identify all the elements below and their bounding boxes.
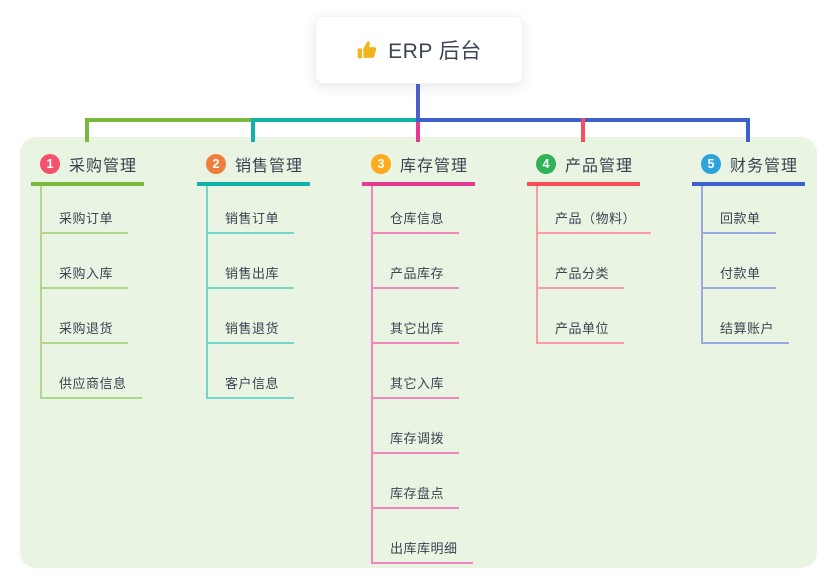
root-title: ERP 后台 — [388, 40, 482, 63]
child-node[interactable]: 其它入库 — [373, 344, 460, 399]
child-node[interactable]: 销售退货 — [208, 289, 295, 344]
branch-5: 5 财务管理回款单付款单结算账户 — [692, 150, 805, 344]
branch-header[interactable]: 2 销售管理 — [197, 150, 310, 186]
child-node[interactable]: 客户信息 — [208, 344, 295, 399]
branch-number-badge: 3 — [371, 154, 391, 174]
child-node[interactable]: 结算账户 — [703, 289, 790, 344]
child-node[interactable]: 产品（物料） — [538, 186, 652, 234]
root-stem-line — [416, 84, 420, 120]
child-node[interactable]: 采购退货 — [42, 289, 129, 344]
branch-children: 回款单付款单结算账户 — [701, 186, 805, 344]
branch-drop-line — [746, 118, 750, 142]
branch-title: 财务管理 — [730, 158, 799, 175]
child-node[interactable]: 产品单位 — [538, 289, 625, 344]
branch-drop-line — [581, 118, 585, 142]
branch-header[interactable]: 1 采购管理 — [31, 150, 144, 186]
branch-children: 仓库信息产品库存其它出库其它入库库存调拨库存盘点出库库明细 — [371, 186, 475, 564]
branch-header[interactable]: 4 产品管理 — [527, 150, 640, 186]
child-node[interactable]: 销售出库 — [208, 234, 295, 289]
branch-children: 销售订单销售出库销售退货客户信息 — [206, 186, 310, 399]
branch-title: 产品管理 — [565, 158, 634, 175]
child-node[interactable]: 供应商信息 — [42, 344, 142, 399]
branches-panel — [20, 137, 817, 568]
child-node[interactable]: 产品分类 — [538, 234, 625, 289]
branch-title: 库存管理 — [400, 158, 469, 175]
child-node[interactable]: 产品库存 — [373, 234, 460, 289]
branch-number-badge: 5 — [701, 154, 721, 174]
branch-header[interactable]: 3 库存管理 — [362, 150, 475, 186]
branch-4: 4 产品管理产品（物料）产品分类产品单位 — [527, 150, 652, 344]
child-node[interactable]: 销售订单 — [208, 186, 295, 234]
branch-number-badge: 1 — [40, 154, 60, 174]
child-node[interactable]: 付款单 — [703, 234, 776, 289]
branch-number-badge: 2 — [206, 154, 226, 174]
child-node[interactable]: 采购订单 — [42, 186, 129, 234]
branch-children: 产品（物料）产品分类产品单位 — [536, 186, 652, 344]
root-node[interactable]: ERP 后台 — [315, 16, 523, 84]
child-node[interactable]: 仓库信息 — [373, 186, 460, 234]
branch-number-badge: 4 — [536, 154, 556, 174]
thumbs-up-icon — [356, 39, 378, 61]
child-node[interactable]: 库存盘点 — [373, 454, 460, 509]
branch-drop-line — [85, 118, 89, 142]
child-node[interactable]: 库存调拨 — [373, 399, 460, 454]
branch-3: 3 库存管理仓库信息产品库存其它出库其它入库库存调拨库存盘点出库库明细 — [362, 150, 475, 564]
branch-children: 采购订单采购入库采购退货供应商信息 — [40, 186, 144, 399]
branch-2: 2 销售管理销售订单销售出库销售退货客户信息 — [197, 150, 310, 399]
branch-1: 1 采购管理采购订单采购入库采购退货供应商信息 — [31, 150, 144, 399]
child-node[interactable]: 回款单 — [703, 186, 776, 234]
branch-title: 销售管理 — [235, 158, 304, 175]
branch-drop-line — [251, 118, 255, 142]
branch-title: 采购管理 — [69, 158, 138, 175]
child-node[interactable]: 出库库明细 — [373, 509, 473, 564]
child-node[interactable]: 其它出库 — [373, 289, 460, 344]
branch-drop-line — [416, 122, 420, 142]
branch-header[interactable]: 5 财务管理 — [692, 150, 805, 186]
bus-segment-2 — [251, 118, 416, 122]
bus-segment-1 — [85, 118, 251, 122]
child-node[interactable]: 采购入库 — [42, 234, 129, 289]
